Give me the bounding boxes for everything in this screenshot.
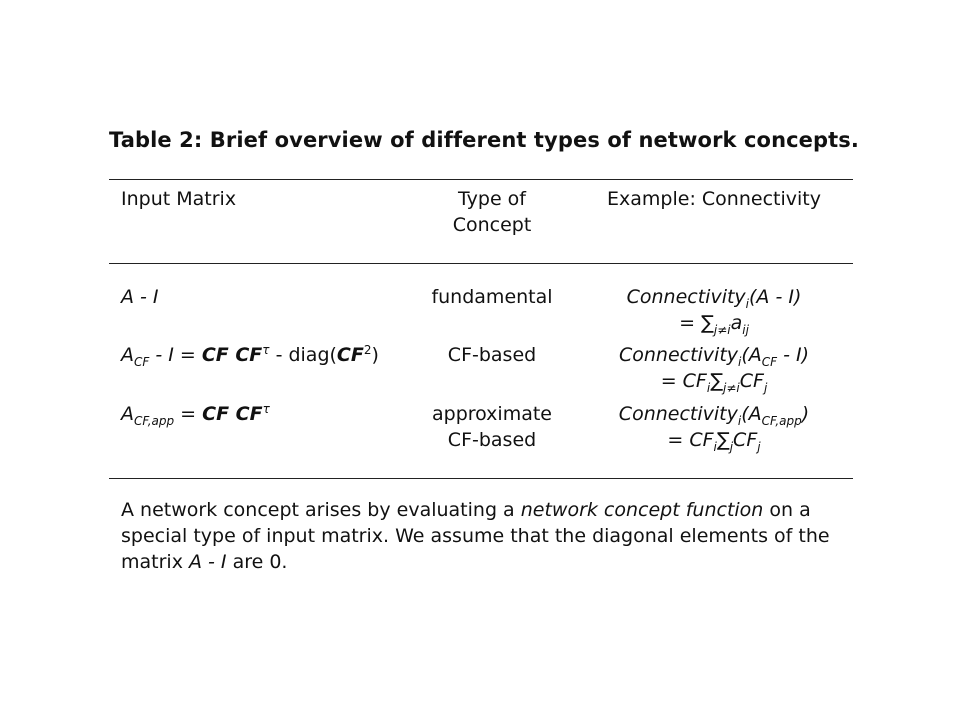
row3-matrix-sub: CF,app [134,414,175,428]
row1-example-name: Connectivity [626,286,746,308]
row2-example-index: i [738,355,742,369]
row1-example-index: i [745,297,750,311]
row2-sum-sub: j≠i [723,381,740,395]
row2-matrix-bold: CF CF [201,344,263,366]
row3-arg-open: (A [741,403,762,425]
row3-arg-close: ) [801,403,810,425]
note-part2: on a special type of input matrix. We as… [121,499,830,573]
row3-matrix-sup: τ [262,402,270,416]
table-caption: Table 2: Brief overview of different typ… [109,128,859,152]
header-example: Example: Connectivity [607,188,821,210]
row2-sum-sign: ∑ [710,370,724,392]
row2-matrix-rest: - I = [149,344,202,366]
row1-type-line1: fundamental [431,286,553,308]
row3-matrix-base: A [121,403,134,425]
row1-input-matrix: A - I [121,284,159,310]
row3-example-index: i [737,414,742,428]
row1-term-sub: ij [742,323,749,337]
row3-type-line1: approximate [431,403,552,425]
row3-example-line1: Connectivityi(ACF,app) [590,401,838,427]
row1-example-arg: (A - I) [749,286,802,308]
row2-example: Connectivityi(ACF - I) = CFi∑j≠iCFj [590,342,838,394]
table-top-rule [109,179,853,180]
row3-type-line2: CF-based [447,429,537,451]
table-note: A network concept arises by evaluating a… [121,497,853,575]
row2-example-line1: Connectivityi(ACF - I) [590,342,838,368]
row3-sum-sign: ∑ [716,429,730,451]
row3-sum-sub: j [729,440,734,454]
row2-example-line2: = CFi∑j≠iCFj [590,368,838,394]
note-part1: A network concept arises by evaluating a [121,499,521,521]
row1-matrix-expr: A - I [121,286,159,308]
row3-term-sub: j [757,440,761,454]
table-header-rule [109,263,853,264]
row2-example-name: Connectivity [618,344,739,366]
row2-type-line1: CF-based [447,344,537,366]
row2-eq-prefix: = CF [660,370,707,392]
row1-term: a [730,312,743,334]
row3-arg-sub: CF,app [761,414,802,428]
note-part3: are 0. [226,551,288,573]
row2-term-sub: j [763,381,768,395]
row3-eq-prefix: = CF [667,429,714,451]
row2-arg-sub: CF [761,355,778,369]
row2-matrix-close: ) [371,344,379,366]
header-input-matrix: Input Matrix [121,188,237,210]
row1-example-line1: Connectivityi(A - I) [590,284,838,310]
header-type-line1: Type of [458,188,526,210]
row2-matrix-sup2: 2 [363,343,372,357]
row3-example-line2: = CFi∑jCFj [590,427,838,453]
row3-type: approximate CF-based [404,401,580,453]
row3-example-name: Connectivity [618,403,738,425]
row1-sum-sign: ∑ [701,312,714,334]
row2-input-matrix: ACF - I = CF CFτ - diag(CF2) [121,342,379,368]
row2-matrix-sup: τ [262,343,270,357]
row3-matrix-bold: CF CF [202,403,263,425]
row3-matrix-rest: = [174,403,203,425]
row2-matrix-tail: - diag( [269,344,337,366]
row2-matrix-sub: CF [134,355,150,369]
row2-arg-close: - I) [777,344,810,366]
row2-eq-sub: i [706,381,711,395]
row2-type: CF-based [404,342,580,368]
table-bottom-rule [109,478,853,479]
row3-eq-sub: i [713,440,717,454]
row1-example: Connectivityi(A - I) = ∑j≠iaij [590,284,838,336]
row1-sum-sub: j≠i [713,323,731,337]
row2-arg-open: (A [741,344,762,366]
row2-matrix-bold2: CF [336,344,364,366]
row1-eq-prefix: = [679,312,702,334]
header-type-line2: Concept [452,214,532,236]
row2-term: CF [739,370,764,392]
row3-term: CF [733,429,758,451]
row3-input-matrix: ACF,app = CF CFτ [121,401,270,427]
note-matrix: A - I [188,551,227,573]
row2-matrix-base: A [121,344,134,366]
row1-type: fundamental [404,284,580,310]
note-italic: network concept function [520,499,764,521]
row3-example: Connectivityi(ACF,app) = CFi∑jCFj [590,401,838,453]
header-type-of-concept: Type of Concept [404,186,580,238]
row1-example-line2: = ∑j≠iaij [590,310,838,336]
